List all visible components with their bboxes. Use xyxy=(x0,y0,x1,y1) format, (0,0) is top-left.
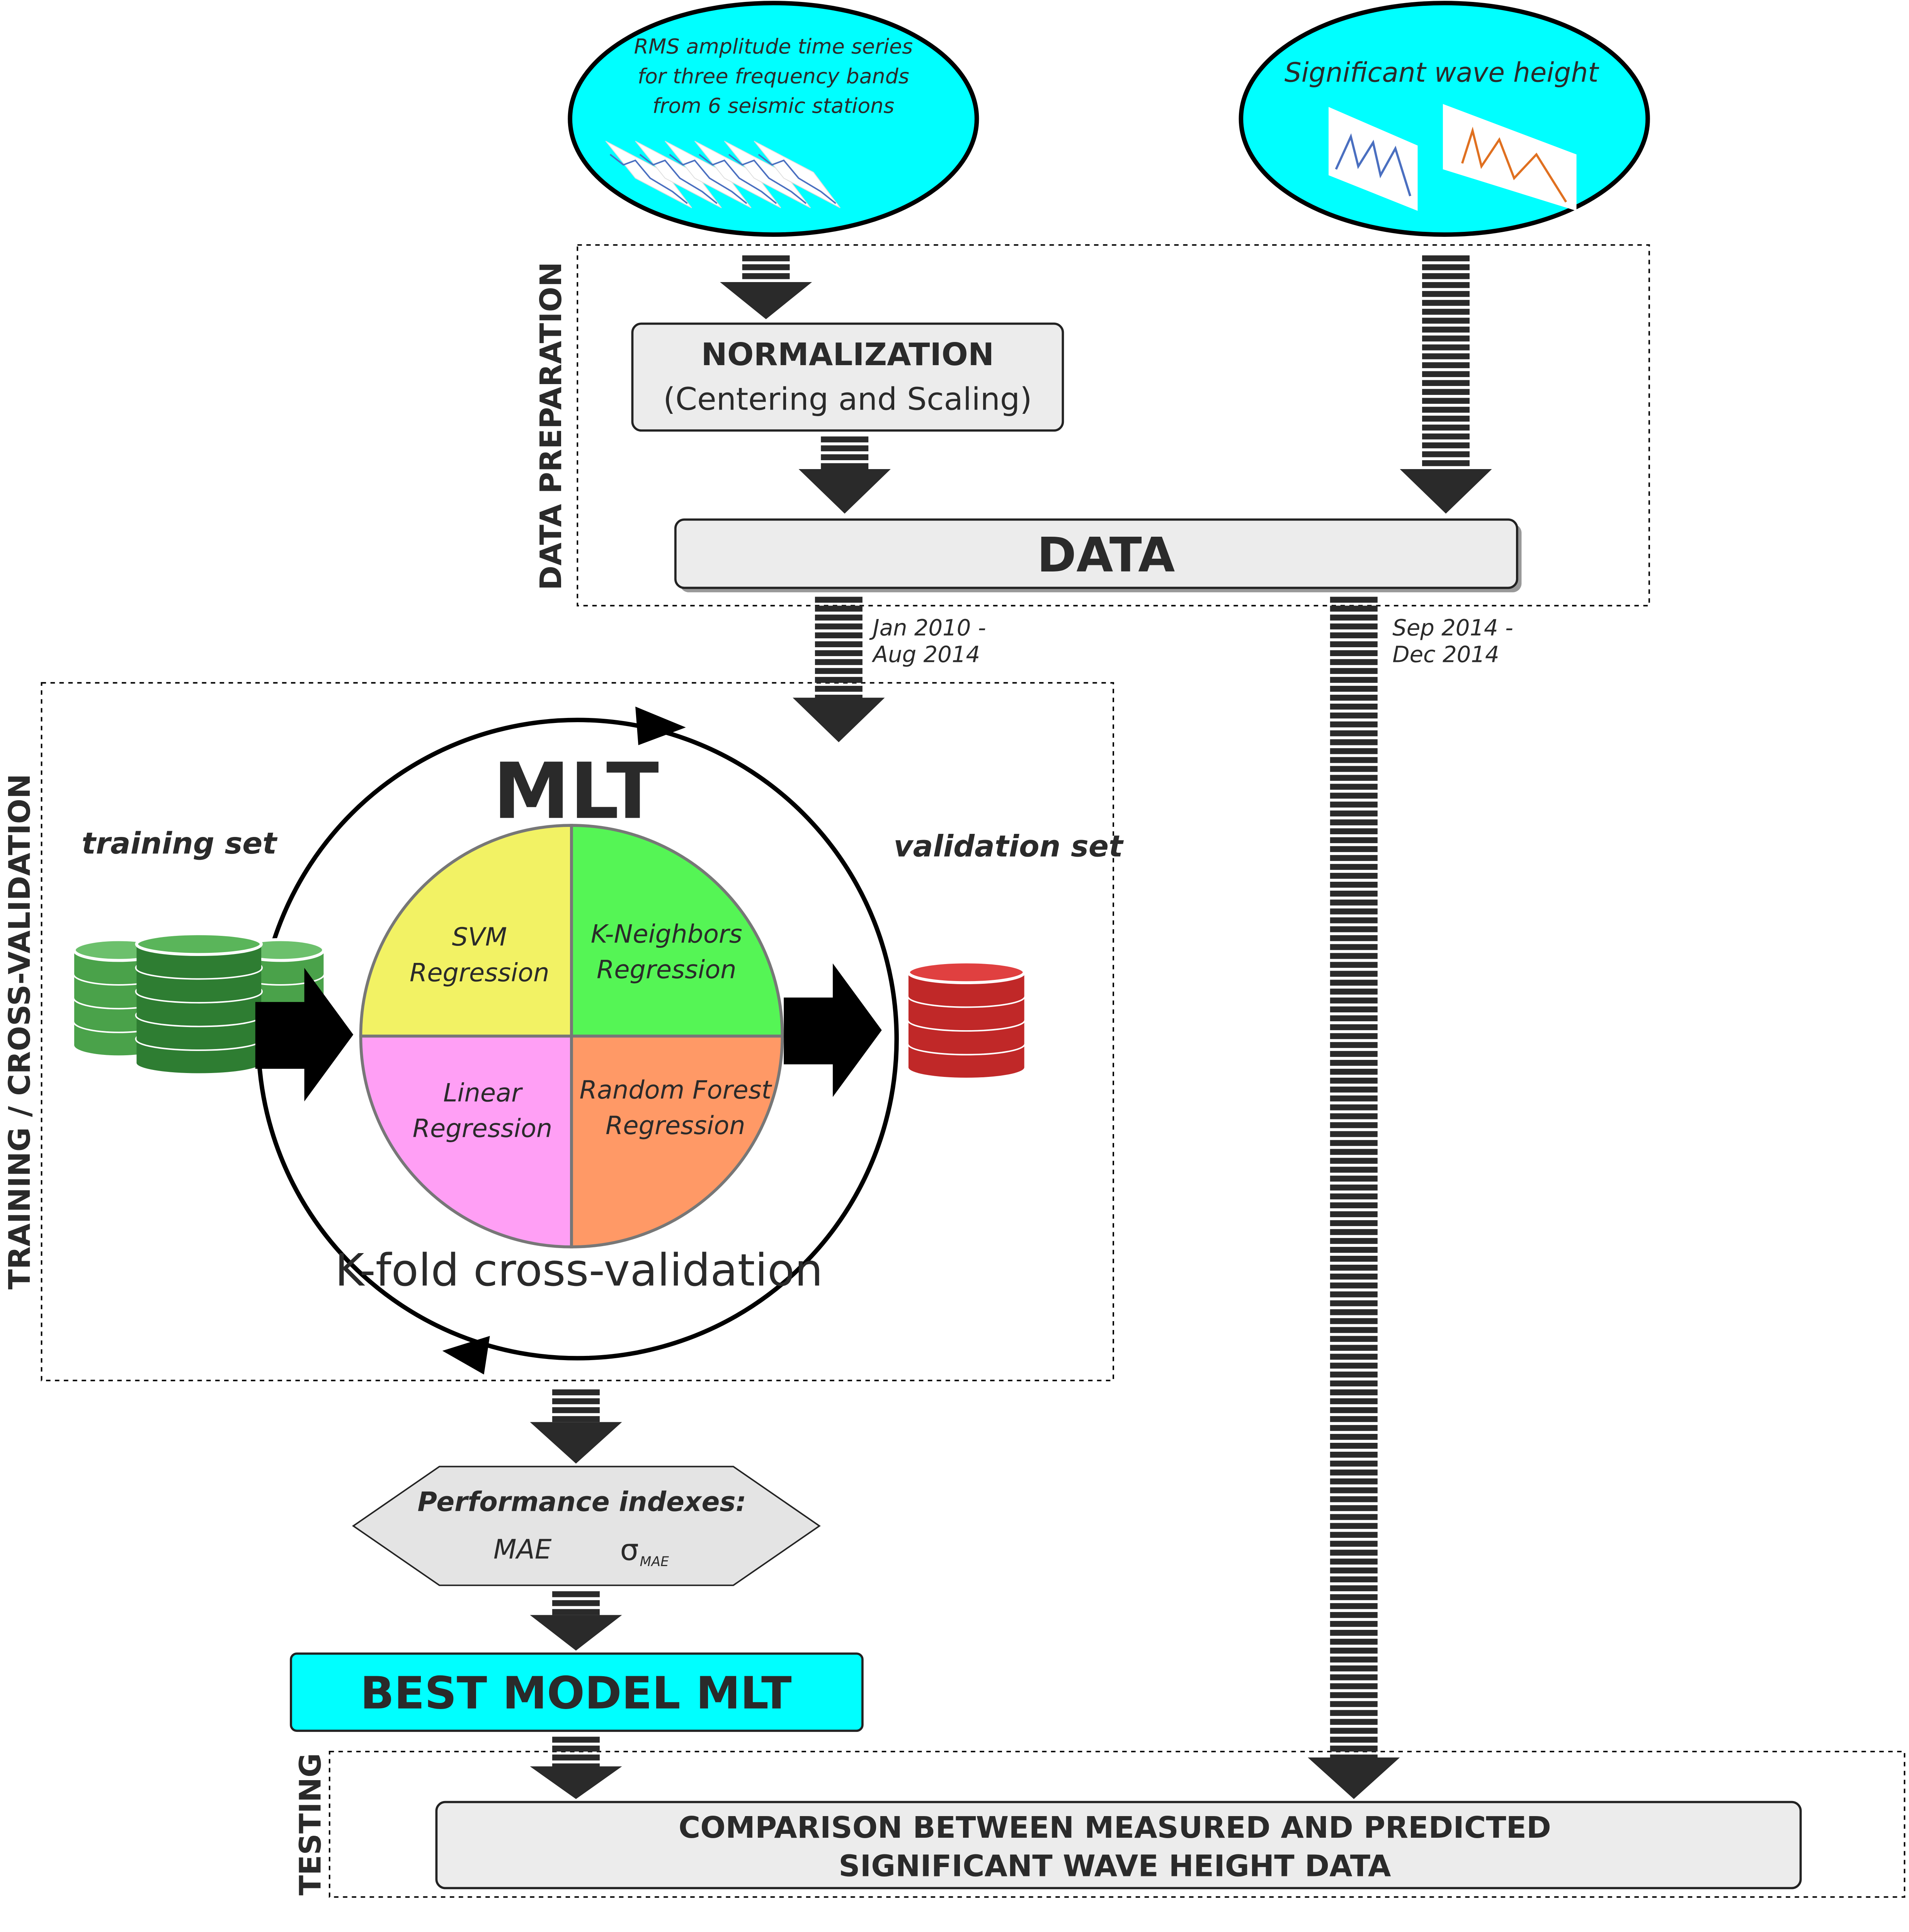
model-label-3-line2: Regression xyxy=(606,1111,745,1140)
performance-title: Performance indexes: xyxy=(417,1487,746,1518)
model-slice-1 xyxy=(570,824,784,1038)
arrow-to-best-model xyxy=(530,1591,622,1651)
wave-plot-thumbnail-blue xyxy=(1329,107,1418,211)
testing-period-start: Sep 2014 - xyxy=(1392,615,1513,641)
comparison-line-1: COMPARISON BETWEEN MEASURED AND PREDICTE… xyxy=(679,1811,1551,1845)
training-period-start: Jan 2010 - xyxy=(869,615,986,641)
arrow-data-to-training xyxy=(793,597,885,742)
seismic-input-ellipse: RMS amplitude time series for three freq… xyxy=(568,1,979,237)
performance-hexagon xyxy=(352,1466,821,1586)
validation-output-arrow xyxy=(784,963,882,1097)
models-pie: SVMRegressionK-NeighborsRegressionLinear… xyxy=(359,824,784,1248)
wave-label: Significant wave height xyxy=(1285,57,1599,88)
arrow-to-normalization xyxy=(720,255,812,320)
kfold-label: K-fold cross-validation xyxy=(335,1245,823,1296)
sigma-subscript: MAE xyxy=(640,1554,669,1570)
arrow-to-data xyxy=(798,436,891,514)
model-label-0-line2: Regression xyxy=(410,958,550,987)
training-label: TRAINING / CROSS-VALIDATION xyxy=(3,774,37,1290)
model-label-3-line1: Random Forest xyxy=(579,1075,772,1105)
data-preparation-box xyxy=(577,244,1650,607)
normalization-subtitle: (Centering and Scaling) xyxy=(663,381,1032,417)
mae-label: MAE xyxy=(493,1534,552,1565)
mlt-title: MLT xyxy=(493,747,659,837)
training-box xyxy=(41,682,1114,1381)
seismic-plot-thumbnails xyxy=(605,141,841,208)
validation-set-label: validation set xyxy=(894,830,1124,864)
best-model-box xyxy=(290,1652,864,1732)
testing-box xyxy=(328,1751,1906,1898)
testing-label: TESTING xyxy=(294,1753,328,1896)
sigma-label: σ xyxy=(620,1533,639,1567)
validation-db-icon xyxy=(907,960,1026,1078)
seismic-line-3: from 6 seismic stations xyxy=(652,94,894,118)
arrow-data-to-testing xyxy=(1308,597,1400,1799)
databases xyxy=(73,932,1026,1078)
cycle-arrowhead-bottom xyxy=(442,1336,490,1375)
arrow-to-performance xyxy=(530,1389,622,1464)
comparison-box xyxy=(435,1801,1802,1889)
normalization-box xyxy=(631,322,1064,432)
data-preparation-label: DATA PREPARATION xyxy=(534,262,568,590)
training-db-front-icon xyxy=(135,932,263,1073)
arrow-to-testing xyxy=(530,1736,622,1799)
data-label: DATA xyxy=(1037,527,1175,583)
model-label-2-line2: Regression xyxy=(413,1114,553,1143)
testing-period-end: Dec 2014 xyxy=(1392,641,1499,667)
best-model-label: BEST MODEL MLT xyxy=(360,1668,791,1719)
model-slice-3 xyxy=(570,1034,784,1248)
comparison-line-2: SIGNIFICANT WAVE HEIGHT DATA xyxy=(839,1849,1391,1884)
cycle-arrowhead-top xyxy=(635,706,686,745)
arrow-wave-to-data xyxy=(1400,255,1492,514)
training-period-end: Aug 2014 xyxy=(871,641,980,667)
seismic-line-2: for three frequency bands xyxy=(638,64,909,88)
model-label-1-line1: K-Neighbors xyxy=(591,919,742,949)
model-label-2-line1: Linear xyxy=(443,1078,523,1107)
wave-plot-thumbnail-orange xyxy=(1443,104,1577,211)
model-label-1-line2: Regression xyxy=(597,955,737,985)
wave-input-ellipse: Significant wave height xyxy=(1239,1,1650,237)
data-box xyxy=(674,518,1518,589)
seismic-line-1: RMS amplitude time series xyxy=(634,34,913,58)
training-set-label: training set xyxy=(82,827,278,861)
model-slice-0 xyxy=(359,824,573,1038)
normalization-title: NORMALIZATION xyxy=(701,337,994,373)
flow-arrows xyxy=(530,255,1492,1799)
model-label-0-line1: SVM xyxy=(452,922,507,952)
training-input-arrow xyxy=(255,968,354,1102)
model-slice-2 xyxy=(359,1034,573,1248)
